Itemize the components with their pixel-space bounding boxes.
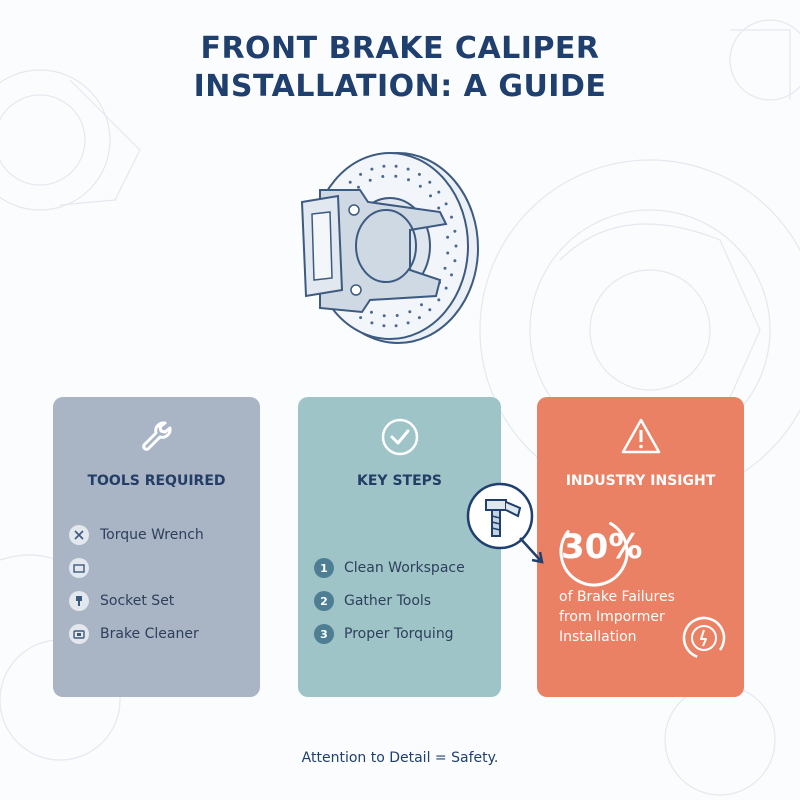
page-title-line-1: FRONT BRAKE CALIPER <box>200 31 600 66</box>
rotor-drill-hole <box>357 185 360 189</box>
rotor-drill-hole <box>437 190 441 194</box>
tools-card-title: TOOLS REQUIRED <box>87 473 226 489</box>
rotor-drill-hole <box>437 298 441 302</box>
torque-wrench-icon <box>69 525 89 545</box>
rotor-drill-hole <box>429 194 432 198</box>
rotor-drill-hole <box>370 167 374 171</box>
rotor-drill-hole <box>450 215 453 219</box>
check-circle-icon <box>381 418 418 456</box>
rotor-drill-hole <box>453 259 457 263</box>
stat-description-line: from Impormer <box>559 609 665 625</box>
rotor-drill-hole <box>417 316 421 320</box>
step-number-badge: 1 <box>314 558 334 578</box>
tool-item-toolbox <box>69 557 100 579</box>
rotor-drill-hole <box>428 308 432 312</box>
tool-label: Socket Set <box>100 593 175 609</box>
rotor-drill-hole <box>359 316 363 320</box>
rotor-drill-hole <box>450 273 453 277</box>
insight-card-title: INDUSTRY INSIGHT <box>565 473 716 489</box>
rotor-drill-hole <box>381 175 385 178</box>
tool-label: Torque Wrench <box>100 527 204 543</box>
rotor-drill-hole <box>407 178 410 182</box>
rotor-drill-hole <box>408 310 412 314</box>
stat-description-line: of Brake Failures <box>559 589 675 605</box>
rotor-drill-hole <box>382 314 386 318</box>
brake-gauge-icon <box>682 616 726 660</box>
step-label: Proper Torquing <box>344 626 454 642</box>
rotor-drill-hole <box>368 178 372 182</box>
rotor-drill-hole <box>437 206 441 210</box>
rotor-drill-hole <box>420 303 423 307</box>
stat-value: 30% <box>561 527 643 567</box>
step-item: 3 Proper Torquing <box>314 623 454 645</box>
rotor-drill-hole <box>428 180 432 184</box>
stat-ring <box>559 517 629 587</box>
brake-rotor-illustration <box>300 152 479 344</box>
warning-triangle-icon <box>621 418 660 454</box>
step-item: 2 Gather Tools <box>314 590 431 612</box>
page-title: FRONT BRAKE CALIPER INSTALLATION: A GUID… <box>0 30 800 106</box>
stat-description: of Brake Failures from Impormer Installa… <box>559 587 729 647</box>
rotor-drill-hole <box>394 324 398 328</box>
key-steps-card: KEY STEPS 1 Clean Workspace 2 Gather Too… <box>298 397 501 697</box>
steps-card-title: KEY STEPS <box>357 473 442 489</box>
step-number-badge: 2 <box>314 591 334 611</box>
step-label: Clean Workspace <box>344 560 465 576</box>
page-title-line-2: INSTALLATION: A GUIDE <box>193 69 607 104</box>
tool-item-brake-cleaner: Brake Cleaner <box>69 623 199 645</box>
rotor-drill-hole <box>443 266 447 270</box>
rotor-drill-hole <box>446 235 450 239</box>
industry-insight-card: INDUSTRY INSIGHT 30% of Brake Failures f… <box>537 397 744 697</box>
tool-item-torque-wrench: Torque Wrench <box>69 524 204 546</box>
rotor-drill-hole <box>444 286 448 290</box>
rotor-drill-hole <box>370 321 374 325</box>
rotor-drill-hole <box>454 244 458 248</box>
tools-required-card: TOOLS REQUIRED Torque Wrench Socket Set … <box>53 397 260 697</box>
wrench-icon <box>141 421 172 451</box>
rotor-drill-hole <box>446 251 450 255</box>
socket-icon <box>69 591 89 611</box>
footer-tagline: Attention to Detail = Safety. <box>301 750 499 766</box>
rotor-drill-hole <box>406 321 410 325</box>
rotor-drill-hole <box>348 180 352 184</box>
rotor-drill-hole <box>394 174 398 178</box>
rotor-drill-hole <box>417 172 421 176</box>
rotor-drill-hole <box>382 324 386 328</box>
rotor-drill-hole <box>453 229 457 233</box>
rotor-drill-hole <box>359 172 363 176</box>
stat-description-line: Installation <box>559 629 637 645</box>
rotor-drill-hole <box>382 164 386 168</box>
rotor-drill-hole <box>395 314 399 317</box>
step-label: Gather Tools <box>344 593 432 609</box>
rotor-drill-hole <box>418 184 422 188</box>
rotor-drill-hole <box>406 167 410 171</box>
tool-item-socket-set: Socket Set <box>69 590 174 612</box>
step-number-badge: 3 <box>314 624 334 644</box>
rotor-drill-hole <box>394 164 398 168</box>
rotor-drill-hole <box>370 310 373 314</box>
toolbox-icon <box>69 558 89 578</box>
rotor-drill-hole <box>444 202 448 206</box>
step-item: 1 Clean Workspace <box>314 557 465 579</box>
bolt-callout <box>466 482 544 564</box>
cleaner-can-icon <box>69 624 89 644</box>
tool-label: Brake Cleaner <box>100 626 199 642</box>
